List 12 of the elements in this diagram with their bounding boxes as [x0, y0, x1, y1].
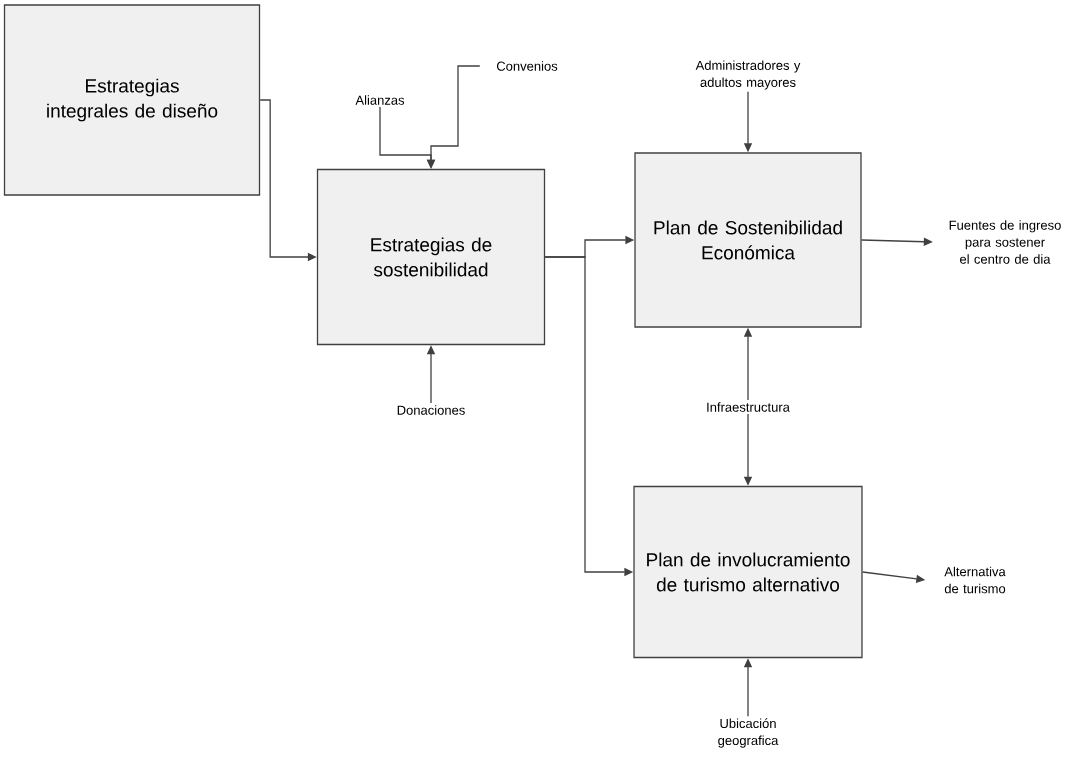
process-box: Estrategias integrales de diseño — [3, 4, 261, 196]
process-box: Plan de involucramiento de turismo alternativo — [633, 485, 863, 659]
flow-label: Ubicación geografica — [718, 718, 779, 748]
flow-label: Donaciones — [397, 405, 465, 415]
flow-label: Alianzas — [355, 95, 405, 105]
process-box: Estrategias de sostenibilidad — [316, 168, 546, 346]
flow-label: Fuentes de ingreso para sostener el centro de dia — [949, 220, 1061, 264]
flow-label: Infraestructura — [707, 402, 790, 412]
flow-label: Convenios — [496, 61, 558, 71]
flow-label: Alternativa de turismo — [944, 566, 1006, 594]
flow-label: Administradores y adultos mayores — [695, 60, 801, 90]
process-box: Plan de Sostenibilidad Económica — [634, 152, 862, 328]
